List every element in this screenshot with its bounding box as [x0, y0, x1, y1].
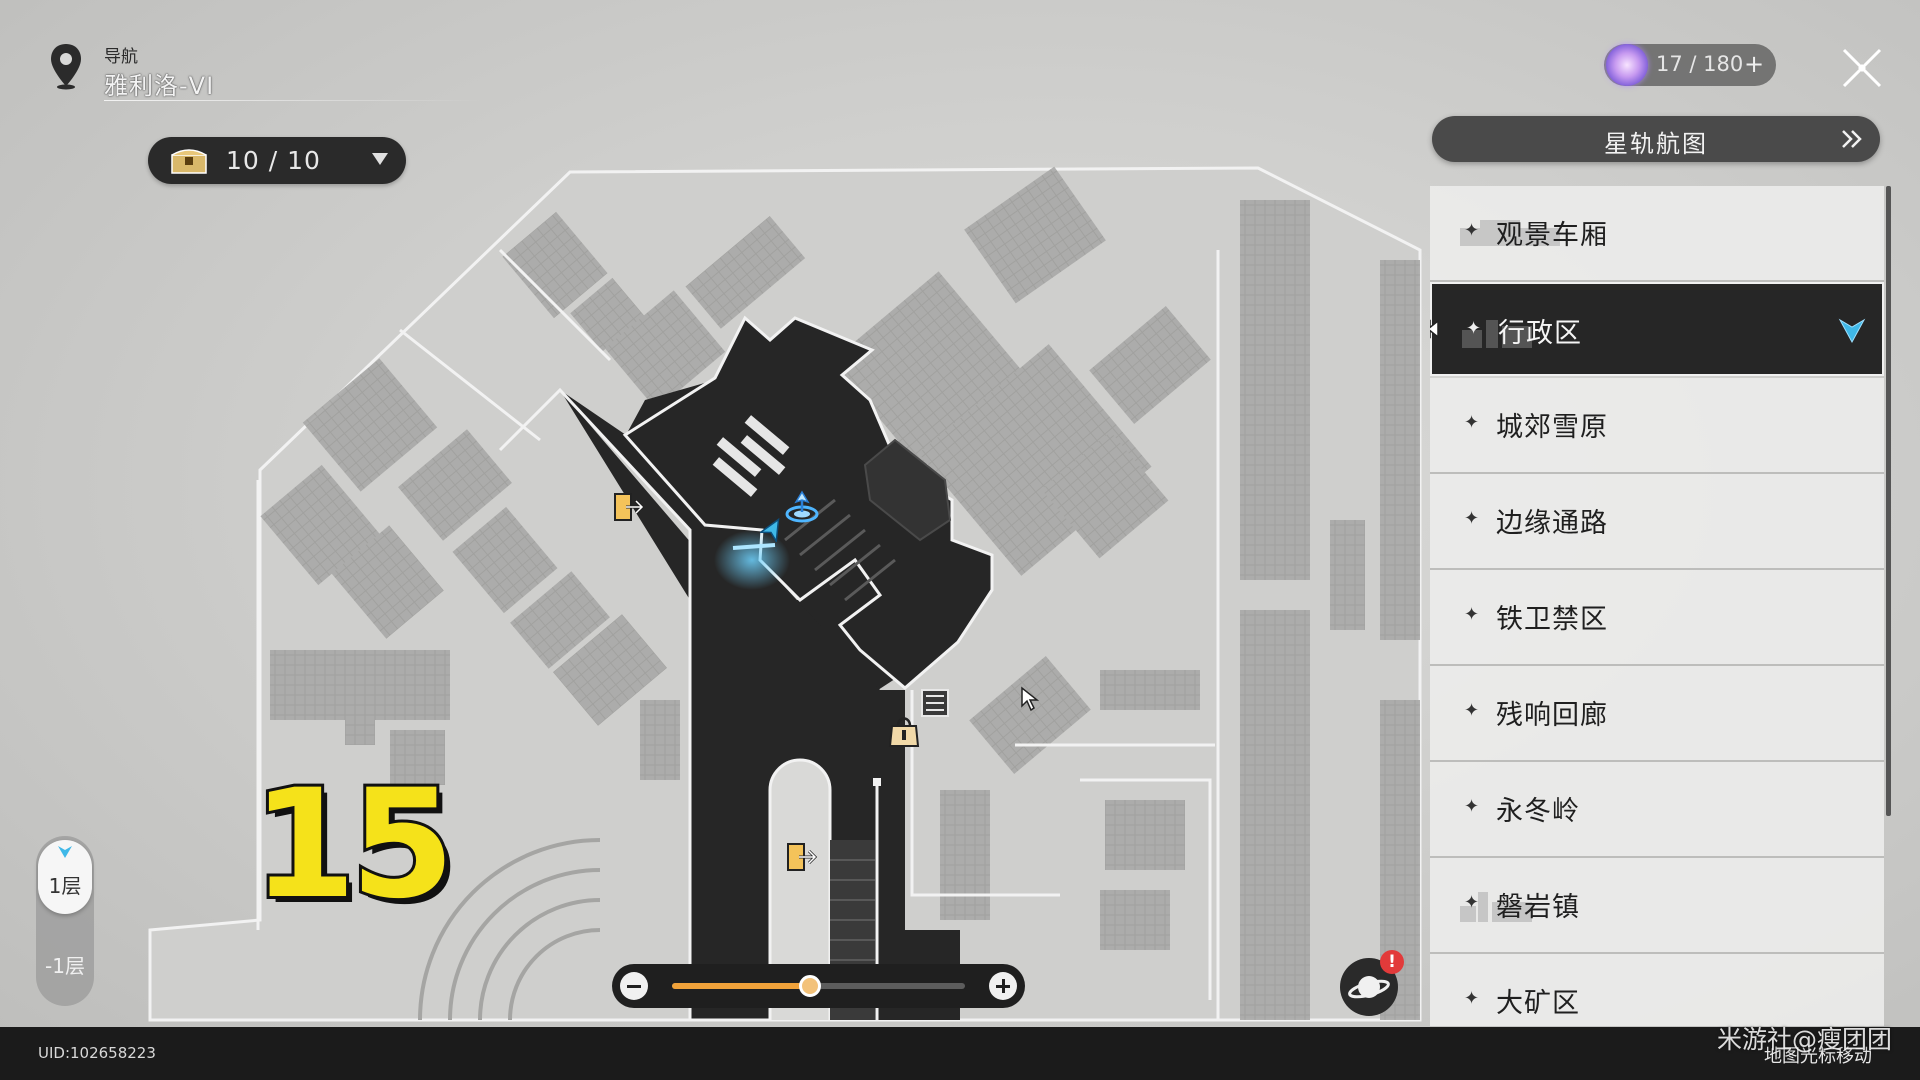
zoom-in-button[interactable]	[989, 972, 1017, 1000]
star-bullet-icon: ✦	[1464, 892, 1480, 913]
location-pin-icon	[48, 42, 84, 94]
chest-icon	[170, 147, 208, 179]
region-label: 观景车厢	[1496, 220, 1608, 251]
region-label: 残响回廊	[1496, 700, 1608, 731]
chevron-down-icon	[372, 153, 388, 165]
star-bullet-icon: ✦	[1464, 796, 1480, 817]
zoom-slider-handle[interactable]	[799, 975, 821, 997]
region-label: 城郊雪原	[1496, 412, 1608, 443]
location-name: 雅利洛-VI	[104, 72, 215, 100]
planet-icon	[1348, 976, 1390, 999]
double-chevron-right-icon	[1840, 128, 1864, 155]
player-arrow-icon	[758, 516, 786, 544]
mouse-cursor-icon	[1020, 686, 1040, 712]
city-silhouette-icon	[1462, 320, 1532, 348]
region-item-corridor-of-fading-echoes[interactable]: ✦ 残响回廊	[1430, 666, 1884, 762]
chest-counter-dropdown[interactable]: 10 / 10	[148, 137, 406, 184]
add-stamina-button[interactable]: +	[1743, 50, 1765, 78]
star-bullet-icon: ✦	[1464, 412, 1480, 433]
watermark: 米游社@瘦团团	[1716, 1025, 1892, 1054]
location-marker-icon	[1838, 318, 1866, 344]
shop-bag-icon[interactable]	[887, 712, 921, 750]
zoom-slider-fill	[672, 983, 810, 989]
bottom-bar: UID:102658223 地图光标移动	[0, 1027, 1920, 1080]
town-silhouette-icon	[1460, 892, 1532, 922]
star-rail-map-label: 星轨航图	[1604, 130, 1708, 158]
region-item-everwinter-hill[interactable]: ✦ 永冬岭	[1430, 762, 1884, 858]
exit-door-icon[interactable]	[785, 840, 819, 874]
stamina-value: 17 / 180	[1656, 52, 1744, 76]
star-rail-map-button[interactable]: 星轨航图	[1432, 116, 1880, 162]
region-item-great-mine[interactable]: ✦ 大矿区	[1430, 954, 1884, 1026]
region-list[interactable]: ✦ 观景车厢 ✦ 行政区 ✦ 城郊雪原 ✦ 边缘通路 ✦	[1430, 186, 1886, 1026]
overlay-number: 15	[249, 758, 458, 932]
region-label: 永冬岭	[1496, 796, 1580, 827]
region-label: 铁卫禁区	[1496, 604, 1608, 635]
floor-b1-button[interactable]: -1层	[45, 954, 85, 978]
chest-count: 10 / 10	[226, 146, 321, 175]
floor-1-button[interactable]: 1层	[38, 840, 92, 914]
region-label: 磐岩镇	[1496, 892, 1580, 923]
region-label: 边缘通路	[1496, 508, 1608, 539]
region-item-boulder-town[interactable]: ✦ 磐岩镇	[1430, 858, 1884, 954]
star-bullet-icon: ✦	[1464, 700, 1480, 721]
close-icon	[1842, 48, 1882, 88]
floor-1-label: 1层	[48, 874, 82, 898]
star-bullet-icon: ✦	[1464, 988, 1480, 1009]
region-item-silvermane-guard-restricted-zone[interactable]: ✦ 铁卫禁区	[1430, 570, 1884, 666]
space-anchor-icon[interactable]	[782, 488, 822, 528]
region-item-observation-car[interactable]: ✦ 观景车厢	[1430, 186, 1884, 282]
header-divider	[104, 100, 484, 101]
star-bullet-icon: ✦	[1466, 318, 1482, 339]
arena	[418, 838, 601, 1021]
current-pointer-icon	[1430, 319, 1439, 339]
trailblaze-power-icon	[1606, 44, 1648, 86]
star-bullet-icon: ✦	[1464, 508, 1480, 529]
building-blocks	[260, 166, 1420, 1020]
region-item-backwater-pass[interactable]: ✦ 边缘通路	[1430, 474, 1884, 570]
alert-badge: !	[1380, 950, 1404, 974]
stairs-marker	[921, 689, 949, 717]
star-bullet-icon: ✦	[1464, 604, 1480, 625]
exit-door-icon[interactable]	[612, 490, 646, 524]
region-item-administrative-district[interactable]: ✦ 行政区	[1430, 282, 1884, 376]
trailblaze-power[interactable]: 17 / 180 +	[1604, 44, 1776, 86]
user-id: UID:102658223	[38, 1044, 156, 1062]
zoom-out-button[interactable]	[620, 972, 648, 1000]
cursor-move-hint: 地图光标移动	[1764, 1046, 1872, 1067]
zoom-control	[612, 964, 1025, 1008]
nav-label: 导航	[104, 47, 138, 67]
region-label: 大矿区	[1496, 988, 1580, 1019]
region-list-scrollbar[interactable]	[1886, 186, 1891, 816]
zoom-slider-track[interactable]	[672, 975, 965, 997]
floor-selector: 1层 -1层	[36, 836, 94, 1006]
close-button[interactable]	[1838, 44, 1886, 92]
region-item-outlying-snow-plains[interactable]: ✦ 城郊雪原	[1430, 378, 1884, 474]
current-floor-marker-icon	[58, 846, 72, 858]
star-bullet-icon: ✦	[1464, 220, 1480, 241]
train-silhouette-icon	[1460, 220, 1560, 246]
region-label: 行政区	[1498, 318, 1582, 349]
